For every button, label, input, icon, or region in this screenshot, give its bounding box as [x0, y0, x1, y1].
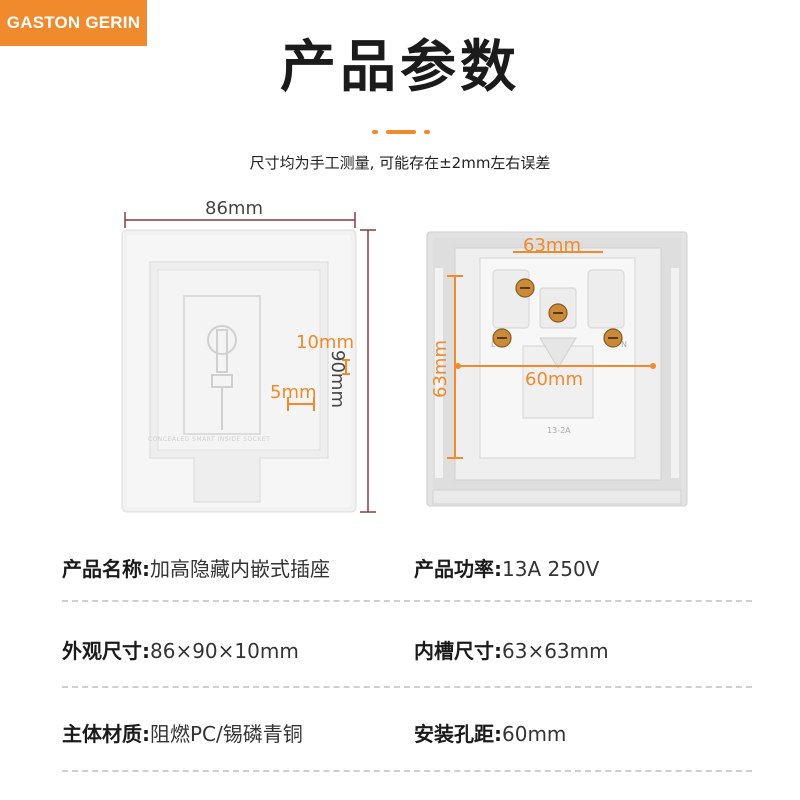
terminal-mark-n: N	[621, 340, 627, 349]
spec-key: 安装孔距:	[414, 722, 502, 746]
spec-divider	[62, 686, 752, 688]
spec-key: 主体材质:	[62, 722, 150, 746]
plate-mark: 13-2A	[547, 426, 571, 435]
depth-dimension-label: 10mm	[296, 332, 354, 353]
spec-hole-distance: 安装孔距:60mm	[414, 718, 566, 747]
spec-value: 阻燃PC/锡磷青铜	[150, 722, 303, 746]
width-dimension-label: 86mm	[205, 198, 263, 219]
spec-key: 外观尺寸:	[62, 639, 150, 663]
page-title: 产品参数	[280, 35, 520, 100]
spec-key: 产品名称:	[62, 557, 150, 581]
spec-divider	[62, 600, 752, 602]
socket-cover-drawing	[121, 212, 376, 513]
spec-value: 加高隐藏内嵌式插座	[150, 557, 330, 581]
spec-row-3: 主体材质:阻燃PC/锡磷青铜 安装孔距:60mm	[62, 718, 752, 758]
measurement-note: 尺寸均为手工测量, 可能存在±2mm左右误差	[249, 154, 551, 172]
spec-product-name: 产品名称:加高隐藏内嵌式插座	[62, 553, 330, 582]
hole-distance-label: 60mm	[525, 369, 583, 390]
spec-power: 产品功率:13A 250V	[414, 553, 599, 582]
socket-open-drawing	[426, 231, 688, 507]
spec-inner-size: 内槽尺寸:63×63mm	[414, 635, 609, 664]
terminal-mark-l: L	[491, 340, 496, 349]
spec-divider	[62, 770, 752, 772]
spec-key: 内槽尺寸:	[414, 639, 502, 663]
spec-value: 63×63mm	[502, 639, 609, 663]
socket-open-image: 63mm 63mm 60mm L N 13-2A	[425, 228, 690, 513]
spec-key: 产品功率:	[414, 557, 502, 581]
spec-outer-size: 外观尺寸:86×90×10mm	[62, 635, 299, 664]
spec-value: 60mm	[502, 722, 567, 746]
spec-value: 13A 250V	[502, 557, 600, 581]
spec-row-1: 产品名称:加高隐藏内嵌式插座 产品功率:13A 250V	[62, 553, 752, 593]
offset-dimension-label: 5mm	[270, 382, 317, 403]
embossed-text: CONCEALED SMART INSIDE SOCKET	[148, 436, 271, 443]
height-dimension-label: 90mm	[327, 350, 348, 408]
inner-width-dimension-label: 63mm	[523, 235, 581, 256]
spec-row-2: 外观尺寸:86×90×10mm 内槽尺寸:63×63mm	[62, 635, 752, 675]
socket-cover-image: 86mm 90mm 10mm 5mm CONCEALED SMART INSID…	[100, 190, 400, 520]
brand-logo: GASTON GERIN	[0, 0, 147, 46]
spec-value: 86×90×10mm	[150, 639, 299, 663]
inner-height-dimension-label: 63mm	[430, 340, 451, 398]
spec-material: 主体材质:阻燃PC/锡磷青铜	[62, 718, 303, 747]
